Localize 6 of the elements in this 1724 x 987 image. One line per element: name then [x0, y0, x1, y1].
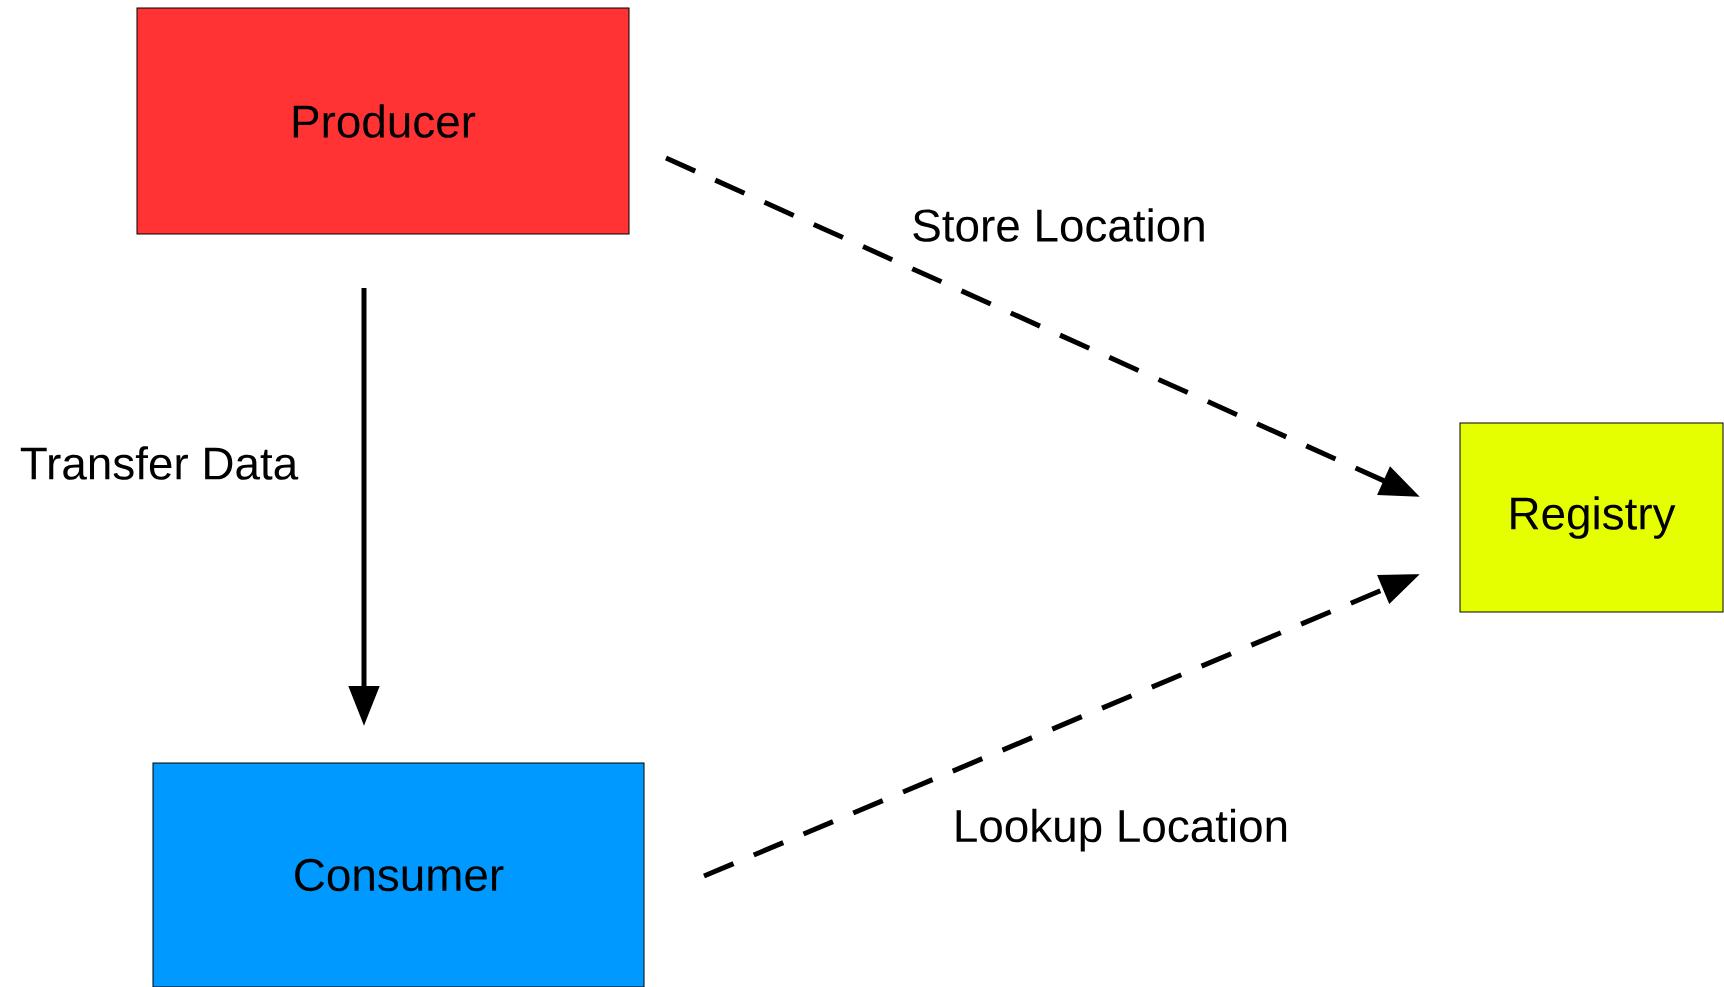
process-box: Producer — [136, 7, 630, 235]
edge-label: Lookup Location — [950, 806, 1292, 854]
edge-label: Store Location — [909, 206, 1209, 244]
process-box: Consumer — [152, 762, 645, 987]
process-box: Registry — [1459, 422, 1724, 613]
edge-label: Transfer Data — [17, 444, 301, 482]
